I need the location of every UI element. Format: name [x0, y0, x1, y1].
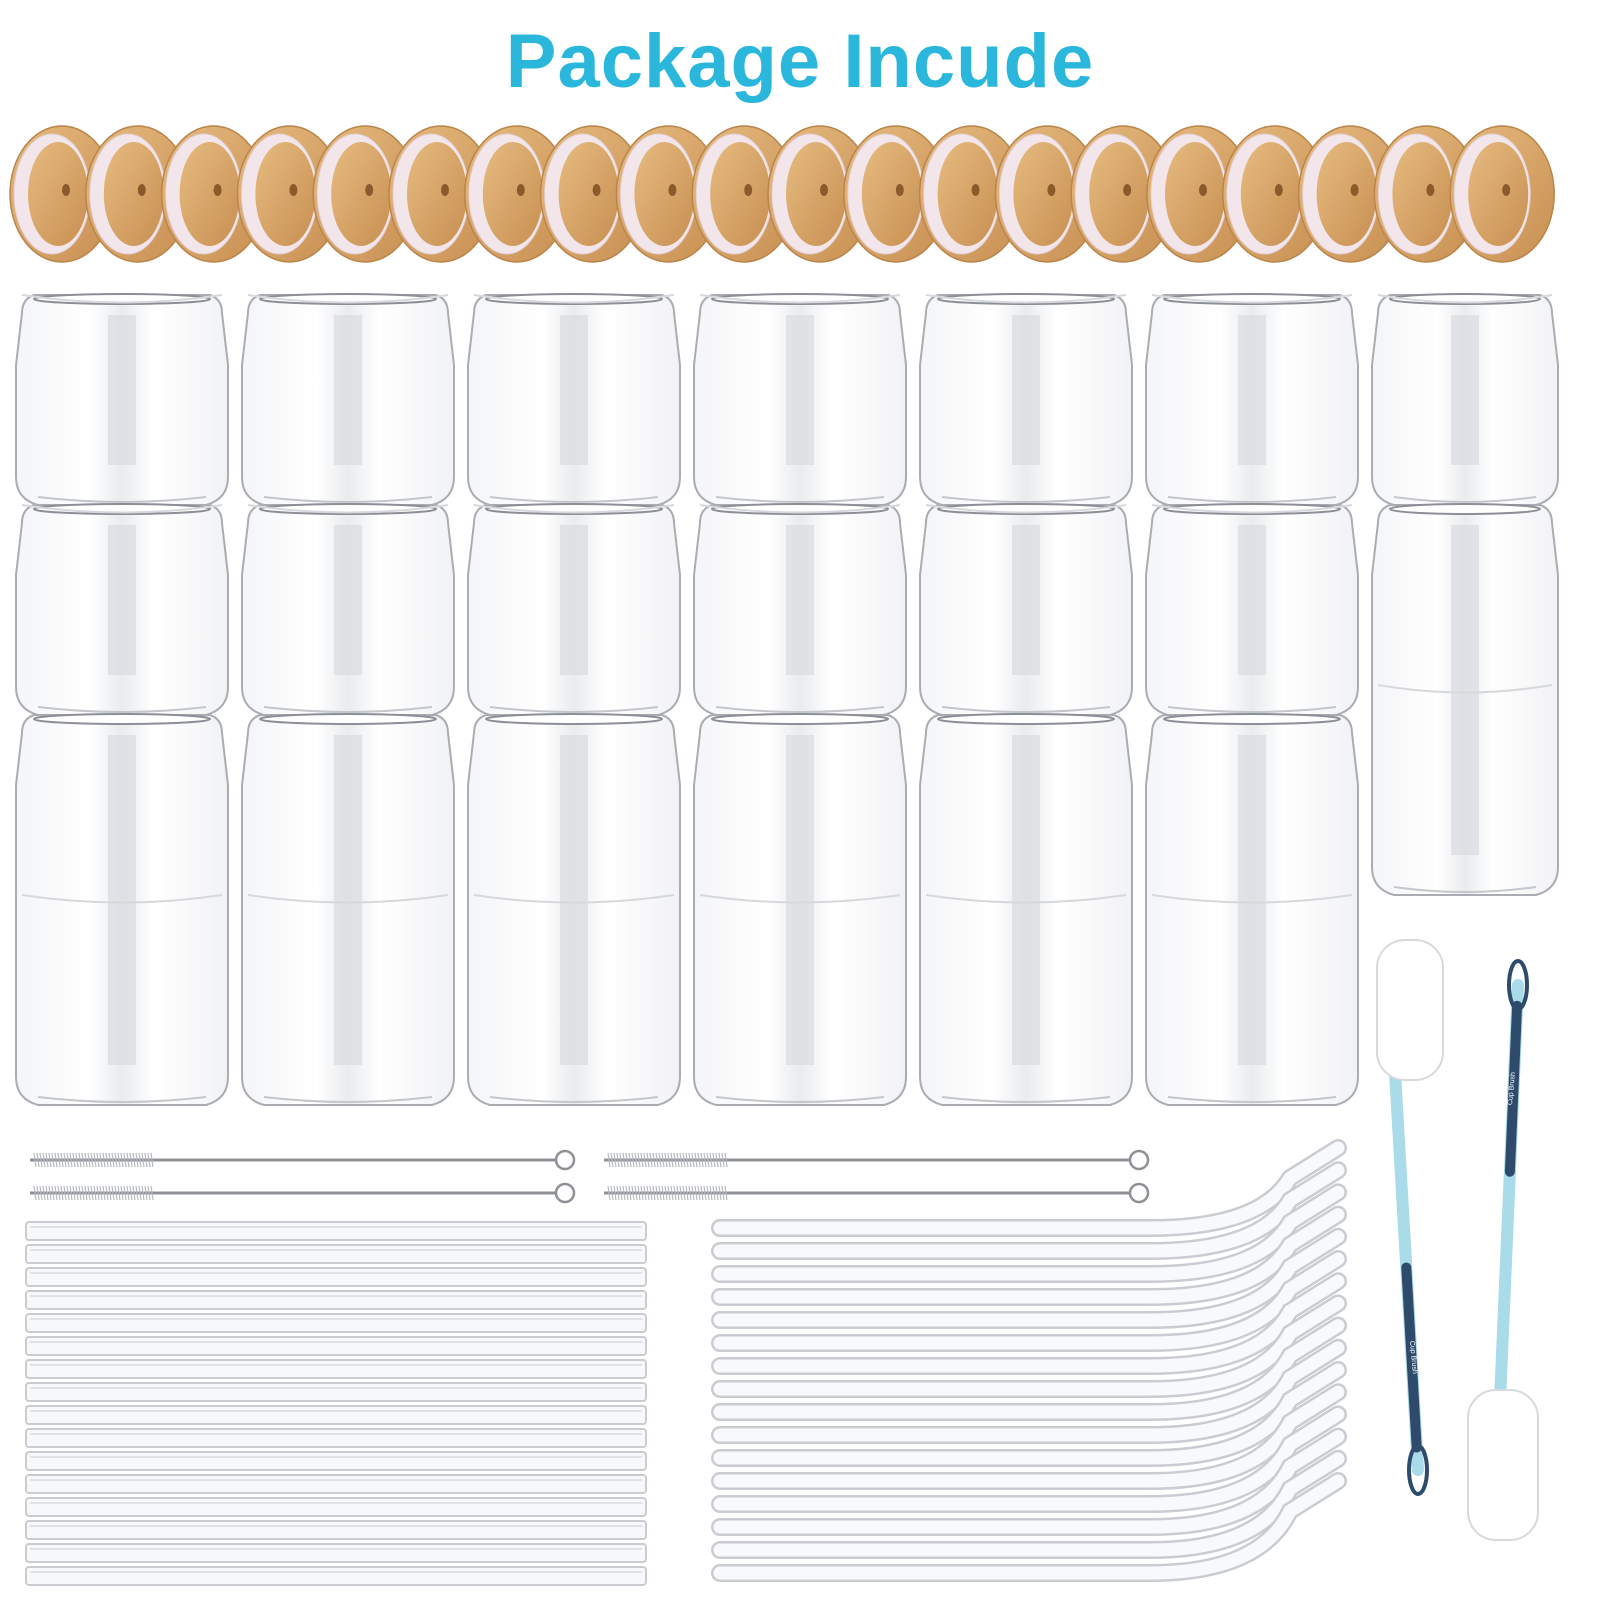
sponge-head	[1376, 939, 1444, 1081]
bamboo-lid-icon	[160, 125, 267, 263]
bamboo-lid-icon	[236, 125, 343, 263]
straight-straw-icon	[25, 1313, 647, 1333]
bent-straw-icon	[711, 1316, 1347, 1421]
glass-can-icon	[1371, 503, 1559, 896]
straight-straw-icon	[25, 1244, 647, 1264]
cup-brush-label: Cup Brush	[1408, 1341, 1418, 1375]
bamboo-lid-icon	[1297, 125, 1404, 263]
bent-straw-icon	[711, 1449, 1347, 1559]
glass-can-icon	[919, 293, 1133, 506]
straw-brushes-group	[30, 1149, 1150, 1204]
glass-can-icon	[15, 293, 229, 506]
straight-straws-group	[25, 1221, 647, 1586]
glass-can-icon	[919, 503, 1133, 716]
bent-straw-icon	[711, 1338, 1347, 1444]
straight-straw-icon	[25, 1566, 647, 1586]
glass-can-icon	[241, 713, 455, 1106]
straw-brush-icon	[604, 1149, 1150, 1171]
bent-straw-icon	[711, 1405, 1347, 1513]
bent-straw-icon	[711, 1139, 1347, 1237]
bent-straw-icon	[711, 1361, 1347, 1467]
bamboo-lid-icon	[691, 125, 797, 263]
glass-can-icon	[15, 503, 229, 716]
glass-can-icon	[693, 713, 907, 1106]
cup-brush-label: Cup Brush	[1507, 1072, 1517, 1106]
bamboo-lid-icon	[1449, 125, 1555, 263]
glass-can-icon	[1145, 503, 1359, 716]
bamboo-lid-icon	[464, 125, 570, 263]
straight-straw-icon	[25, 1497, 647, 1517]
straight-straw-icon	[25, 1290, 647, 1310]
bamboo-lid-icon	[994, 125, 1101, 263]
bent-straw-icon	[711, 1227, 1347, 1329]
bamboo-lid-icon	[843, 125, 949, 263]
straight-straw-icon	[25, 1267, 647, 1287]
straight-straw-icon	[25, 1336, 647, 1356]
bamboo-lid-icon	[539, 125, 646, 263]
glass-can-icon	[1145, 293, 1359, 506]
bent-straw-icon	[711, 1294, 1347, 1398]
glass-can-icon	[1145, 713, 1359, 1106]
bamboo-lid-icon	[615, 125, 722, 263]
bamboo-lid-icon	[85, 125, 191, 263]
glass-can-icon	[467, 713, 681, 1106]
straight-straw-icon	[25, 1520, 647, 1540]
glass-can-icon	[467, 503, 681, 716]
bent-straw-icon	[711, 1183, 1347, 1283]
sponge-head	[1467, 1389, 1539, 1541]
straight-straw-icon	[25, 1474, 647, 1494]
glass-can-icon	[693, 503, 907, 716]
bamboo-lid-icon	[1222, 125, 1328, 263]
glass-can-icon	[15, 713, 229, 1106]
sponge-brush-icon: Cup Brush	[1386, 1014, 1429, 1496]
sponge-brush-icon: Cup Brush	[1494, 959, 1529, 1406]
bent-straw-icon	[711, 1161, 1347, 1260]
glass-can-icon	[241, 503, 455, 716]
straw-brush-icon	[604, 1182, 1150, 1204]
bamboo-lid-icon	[767, 125, 873, 263]
straw-brush-icon	[30, 1149, 576, 1171]
bent-straw-icon	[711, 1383, 1347, 1490]
bamboo-lid-icon	[1146, 125, 1252, 263]
glass-can-icon	[467, 293, 681, 506]
glass-can-icon	[241, 293, 455, 506]
straight-straw-icon	[25, 1359, 647, 1379]
bent-straw-icon	[711, 1272, 1347, 1375]
bent-straw-icon	[711, 1427, 1347, 1536]
straight-straw-icon	[25, 1543, 647, 1563]
bamboo-lid-icon	[1373, 125, 1480, 263]
bamboo-lid-icon	[918, 125, 1025, 263]
bent-straws-group	[711, 1139, 1347, 1582]
bamboo-lid-icon	[312, 125, 418, 263]
glass-can-icon	[693, 293, 907, 506]
bamboo-lid-icon	[388, 125, 494, 263]
bamboo-lid-icon	[1070, 125, 1176, 263]
bent-straw-icon	[711, 1205, 1347, 1306]
glass-can-icon	[919, 713, 1133, 1106]
straight-straw-icon	[25, 1428, 647, 1448]
lids-row	[9, 125, 1555, 263]
bent-straw-icon	[711, 1472, 1347, 1582]
straw-brush-icon	[30, 1182, 576, 1204]
glass-cans-grid	[15, 293, 1559, 1106]
straight-straw-icon	[25, 1382, 647, 1402]
bent-straw-icon	[711, 1250, 1347, 1352]
straight-straw-icon	[25, 1405, 647, 1425]
page-title: Package Incude	[505, 19, 1095, 104]
glass-can-icon	[1371, 293, 1559, 506]
straight-straw-icon	[25, 1451, 647, 1471]
straight-straw-icon	[25, 1221, 647, 1241]
